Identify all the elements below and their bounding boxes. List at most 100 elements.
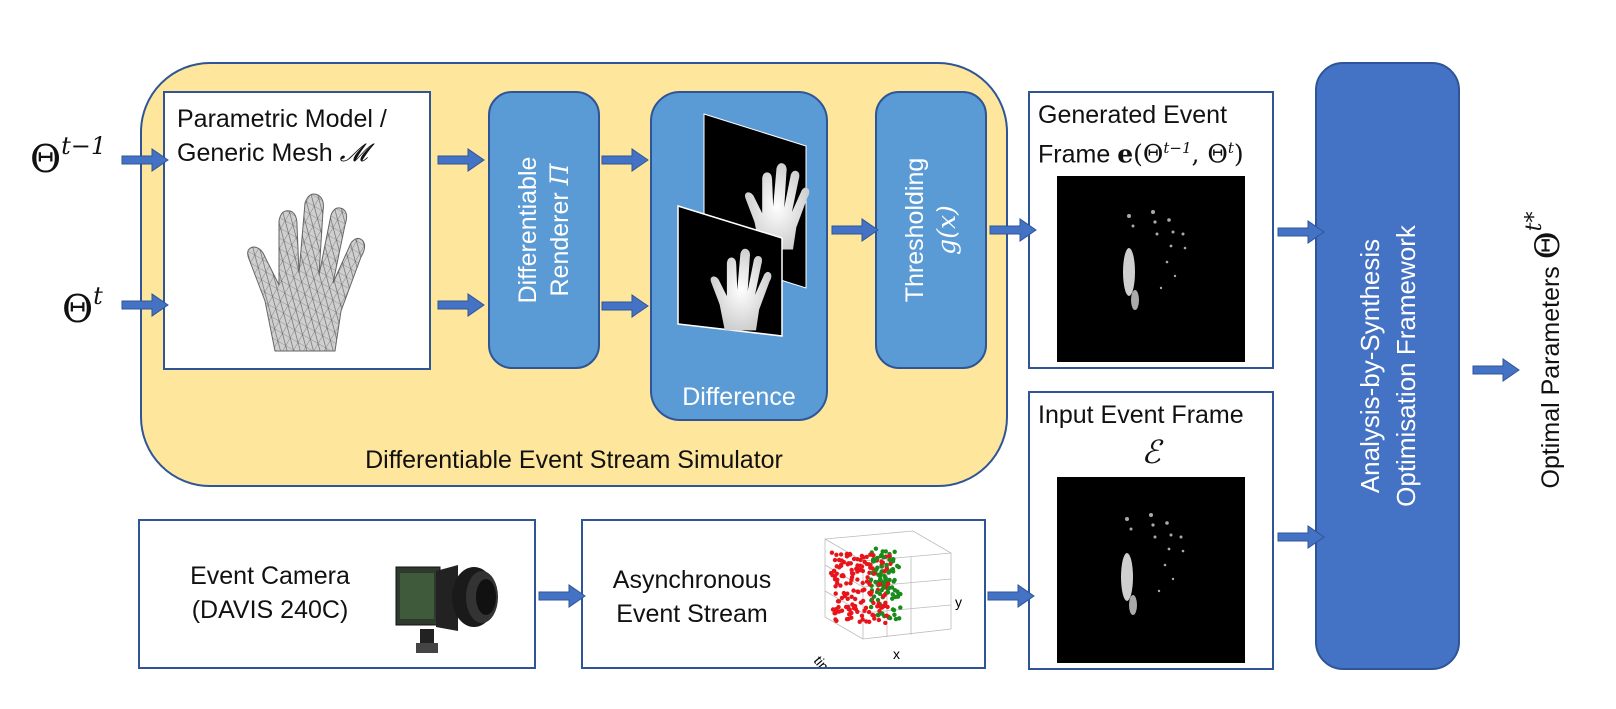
event-point-positive [876,572,881,577]
event-point-positive [873,579,878,585]
event-point-negative [834,571,839,576]
event-point-positive [879,564,884,569]
event-point-negative [872,616,877,621]
event-point-negative [854,566,859,571]
event-point-negative [838,562,844,567]
event-point-negative [835,599,841,604]
event-point-negative [862,608,867,613]
event-point-negative [853,606,858,612]
event-point-negative [871,600,876,606]
event-point-negative [849,571,855,576]
event-point-positive [878,576,883,582]
event-point-negative [867,570,872,575]
rendered-frames [677,113,810,337]
simulator-label: Differentiable Event Stream Simulator [365,446,783,474]
event-point-negative [885,604,890,610]
event-point-negative [838,583,843,588]
event-point-negative [867,619,872,624]
event-point-negative [861,555,866,560]
event-point-negative [855,577,860,582]
event-point-positive [893,594,898,600]
event-point-positive [892,577,897,583]
thresholding-box: Thresholding g(x) [875,91,987,369]
model-title: Parametric Model / Generic Mesh 𝓜 [177,105,387,167]
arrow-renderer-to-frame-bottom [601,294,649,318]
event-point-negative [850,602,855,607]
input-event-image [1057,477,1245,663]
event-point-negative [855,589,860,594]
event-point-positive [868,604,874,610]
event-point-positive [897,616,902,621]
arrow-theta-curr [121,293,169,317]
event-point-negative [849,577,854,582]
event-point-negative [860,580,865,586]
event-point-negative [883,620,888,626]
arrow-camera-to-stream [538,584,586,608]
event-point-negative [832,611,837,616]
event-point-positive [881,555,886,560]
hand-silhouette-icon [744,163,810,250]
event-point-positive [871,594,877,599]
event-camera-box: Event Camera (DAVIS 240C) [138,519,536,669]
input-frame-title: Input Event Frame [1038,401,1244,429]
event-point-negative [858,568,863,573]
event-point-negative [834,552,839,557]
event-point-positive [893,616,899,622]
event-point-negative [853,596,858,602]
theta-curr-input: Θt [62,282,103,331]
arrow-model-to-renderer-top [437,148,485,172]
event-point-negative [872,571,877,576]
event-point-negative [840,573,845,578]
event-point-positive [886,570,891,575]
event-point-negative [858,557,863,563]
axis-x-label: x [893,646,900,662]
event-point-positive [892,612,897,617]
event-point-positive [875,565,880,570]
event-point-negative [845,591,850,596]
event-point-positive [890,607,896,612]
event-point-negative [868,565,873,570]
event-point-negative [848,581,853,586]
hand-silhouette-icon [710,248,772,331]
event-point-negative [841,590,847,596]
event-stream-plot: time x y [811,530,962,667]
event-point-negative [846,561,851,566]
input-event-frame-box: Input Event Frame ℰ [1028,391,1274,670]
event-point-negative [830,573,835,578]
hand-mesh-icon [247,193,366,352]
event-point-negative [881,603,886,609]
event-point-positive [881,584,886,590]
event-point-positive [877,591,883,596]
event-point-negative [857,619,862,624]
event-point-positive [895,563,900,569]
event-point-negative [846,606,851,612]
event-camera-icon [395,565,498,653]
event-point-positive [883,549,888,554]
event-point-negative [832,577,838,582]
camera-label: Event Camera (DAVIS 240C) [190,562,350,624]
event-point-positive [875,612,880,618]
event-point-negative [864,554,869,560]
event-point-negative [830,607,836,612]
event-point-negative [846,616,851,622]
event-point-negative [886,581,891,586]
event-point-negative [839,608,845,613]
event-point-negative [879,559,884,564]
event-point-negative [834,564,839,569]
arrow-input-to-opt [1277,525,1325,549]
event-point-positive [887,615,893,621]
event-point-negative [882,592,887,598]
event-point-positive [887,557,892,562]
event-point-negative [839,558,844,563]
event-point-negative [884,566,889,571]
event-point-positive [885,590,891,595]
event-point-positive [873,546,879,551]
event-point-positive [880,549,885,554]
event-point-positive [890,596,895,601]
stream-label: Asynchronous Event Stream [612,566,772,628]
event-point-negative [845,596,850,601]
event-point-negative [866,562,872,567]
parametric-model-box: Parametric Model / Generic Mesh 𝓜 [163,91,431,370]
event-point-negative [871,553,876,558]
